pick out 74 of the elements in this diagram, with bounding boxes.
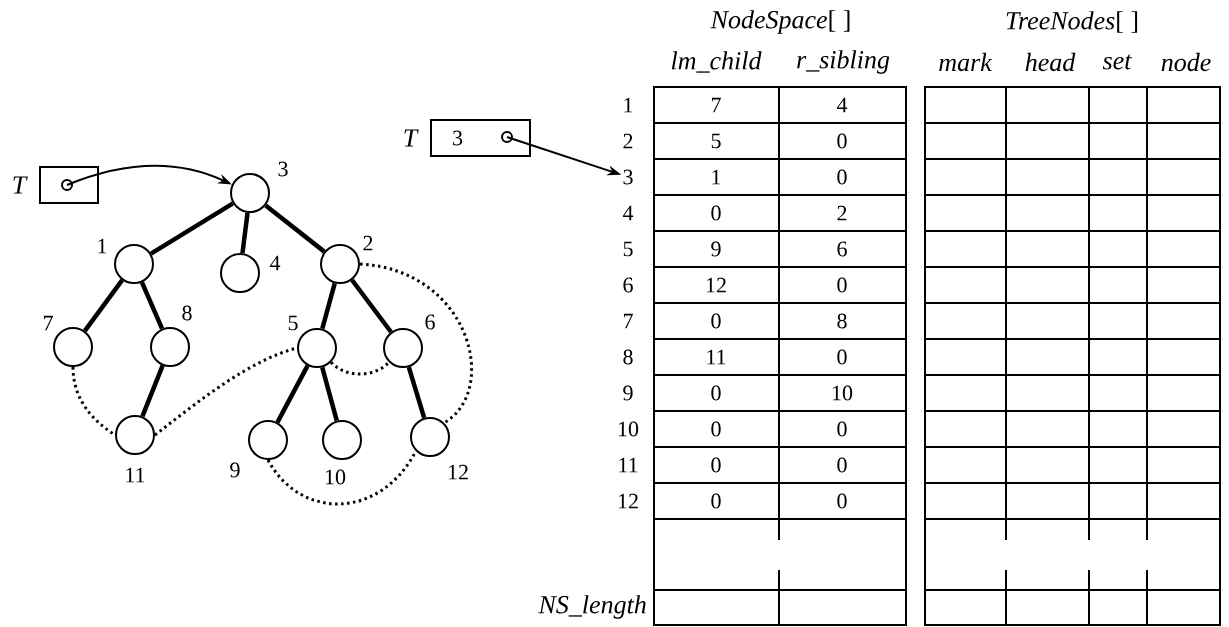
table-cell: 7: [711, 97, 721, 113]
table-cell: 0: [837, 493, 847, 509]
node-number: 2: [363, 235, 373, 251]
pointer-box: 3: [430, 119, 531, 157]
row-number: 9: [623, 385, 633, 401]
thread-line: [330, 361, 390, 376]
tree-edge: [149, 201, 235, 256]
tree-edge: [320, 282, 337, 330]
table-cell: 0: [711, 313, 721, 329]
thread-line: [359, 262, 473, 425]
pointer-name: T: [404, 129, 419, 147]
column-header: lm_child: [671, 51, 762, 73]
table-cell: 5: [711, 133, 721, 149]
column-header: r_sibling: [797, 50, 890, 74]
table-cell: 0: [711, 205, 721, 221]
tree-edge: [264, 203, 326, 254]
row-number: 10: [618, 421, 639, 437]
column-header: node: [1161, 52, 1211, 72]
column-header: mark: [939, 52, 993, 72]
node-number: 10: [325, 469, 346, 485]
table-cell: 11: [707, 349, 726, 365]
table-cell: 9: [711, 241, 721, 257]
row-number: 12: [618, 493, 638, 509]
row-number: 6: [623, 277, 633, 293]
table-cell: 0: [837, 133, 847, 149]
table-cell: 0: [711, 457, 721, 473]
tree-edge: [83, 278, 124, 333]
node-number: 5: [288, 315, 298, 331]
node-number: 1: [98, 238, 107, 254]
table-cell: 0: [711, 385, 721, 401]
node-number: 11: [126, 467, 145, 483]
row-number: 5: [623, 241, 633, 257]
node-number: 7: [43, 315, 53, 331]
table-cell: 6: [837, 241, 847, 257]
column-header: head: [1025, 52, 1076, 72]
table-cell: 0: [837, 457, 847, 473]
table-cell: 0: [837, 277, 847, 293]
tree-edge: [275, 364, 310, 424]
table-cell: 12: [706, 277, 726, 293]
node-number: 8: [182, 305, 192, 321]
pointer-name: T: [13, 176, 28, 194]
table-cell: 0: [711, 421, 721, 437]
row-number: 7: [623, 313, 633, 329]
node-number: 9: [230, 462, 240, 478]
table-cell: 8: [837, 313, 847, 329]
row-number: 4: [622, 205, 634, 221]
column-header: set: [1102, 54, 1132, 70]
tree-edge: [139, 281, 165, 330]
tree-edge: [406, 366, 427, 419]
tree-edge: [320, 366, 339, 422]
table-cell: 10: [832, 385, 853, 401]
row-label: NS_length: [538, 595, 646, 619]
node-number: 3: [278, 161, 288, 177]
node-number: 6: [425, 314, 435, 330]
row-number: 2: [623, 133, 633, 149]
row-number: 8: [623, 349, 633, 365]
array-title: NodeSpace[ ]: [710, 10, 850, 34]
table-cell: 0: [837, 169, 847, 185]
node-number: 4: [269, 255, 281, 271]
tree-edge: [140, 364, 165, 418]
tree-edge: [240, 212, 250, 254]
node-number: 12: [448, 464, 468, 480]
table-cell: 1: [712, 169, 721, 185]
table-cell: 0: [837, 349, 847, 365]
row-number: 3: [623, 169, 633, 185]
tree-edge: [350, 278, 393, 334]
array-title: TreeNodes[ ]: [1006, 11, 1138, 33]
thread-line: [71, 366, 116, 437]
table-cell: 2: [837, 205, 847, 221]
table-cell: 4: [836, 97, 848, 113]
table-cell: 0: [837, 421, 847, 437]
row-number: 11: [619, 457, 638, 473]
row-number: 1: [624, 97, 633, 113]
table-cell: 0: [711, 493, 721, 509]
